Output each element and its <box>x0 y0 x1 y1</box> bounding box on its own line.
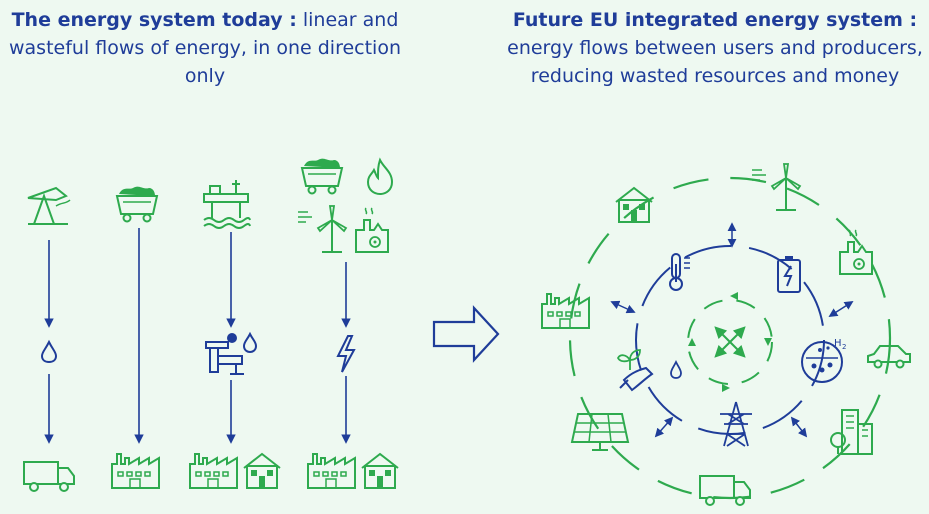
wind-turbine-icon <box>297 205 347 253</box>
oil-drop-icon <box>40 339 58 364</box>
oil-rig-icon <box>203 180 251 229</box>
hydrogen-label: H <box>834 338 842 349</box>
right-title-rest: energy flows between users and producers… <box>507 37 923 87</box>
right-title: Future EU integrated energy system : ene… <box>505 6 925 90</box>
house-icon-3 <box>615 187 653 223</box>
house-icon <box>243 453 281 489</box>
left-title-rest: linear and wasteful flows of energy, in … <box>9 9 401 87</box>
house-icon-2 <box>361 453 399 489</box>
oil-pump-icon <box>27 186 71 225</box>
core-flow-ring <box>687 299 773 385</box>
inner-flow-ring <box>635 245 825 435</box>
factory-icon-3 <box>307 453 356 489</box>
core-ring-arrows <box>688 292 772 392</box>
nuclear-plant-icon <box>355 207 389 253</box>
coal-cart-icon-2 <box>301 157 343 195</box>
electricity-icon <box>336 335 356 373</box>
wind-turbine-icon-2 <box>751 163 801 211</box>
city-buildings-icon <box>830 409 873 455</box>
car-icon <box>867 345 911 369</box>
bidirectional-arrows <box>610 222 854 438</box>
coal-cart-icon <box>116 185 158 223</box>
flame-icon <box>367 159 393 195</box>
factory-icon <box>111 453 160 489</box>
left-title-bold: The energy system today : <box>11 9 297 31</box>
right-title-bold: Future EU integrated energy system : <box>512 9 918 31</box>
solar-panel-icon <box>570 413 630 451</box>
factory-icon-4 <box>541 293 590 329</box>
refinery-pipes-icon <box>205 331 258 375</box>
factory-icon-2 <box>189 453 238 489</box>
hydrogen-bubbles-icon: H 2 <box>801 338 846 383</box>
battery-icon <box>777 256 801 293</box>
truck-icon <box>23 461 75 492</box>
hydrogen-subscript: 2 <box>842 343 846 351</box>
truck-icon-2 <box>699 475 751 506</box>
transition-arrow <box>432 305 500 363</box>
biofuel-pump-icon <box>616 349 682 392</box>
thermometer-icon <box>669 253 690 291</box>
nuclear-plant-icon-2 <box>839 229 873 275</box>
left-title: The energy system today : linear and was… <box>0 6 410 90</box>
left-flow-arrows <box>44 228 351 444</box>
electricity-pylon-icon <box>720 401 752 447</box>
exchange-arrows-icon <box>714 326 746 358</box>
